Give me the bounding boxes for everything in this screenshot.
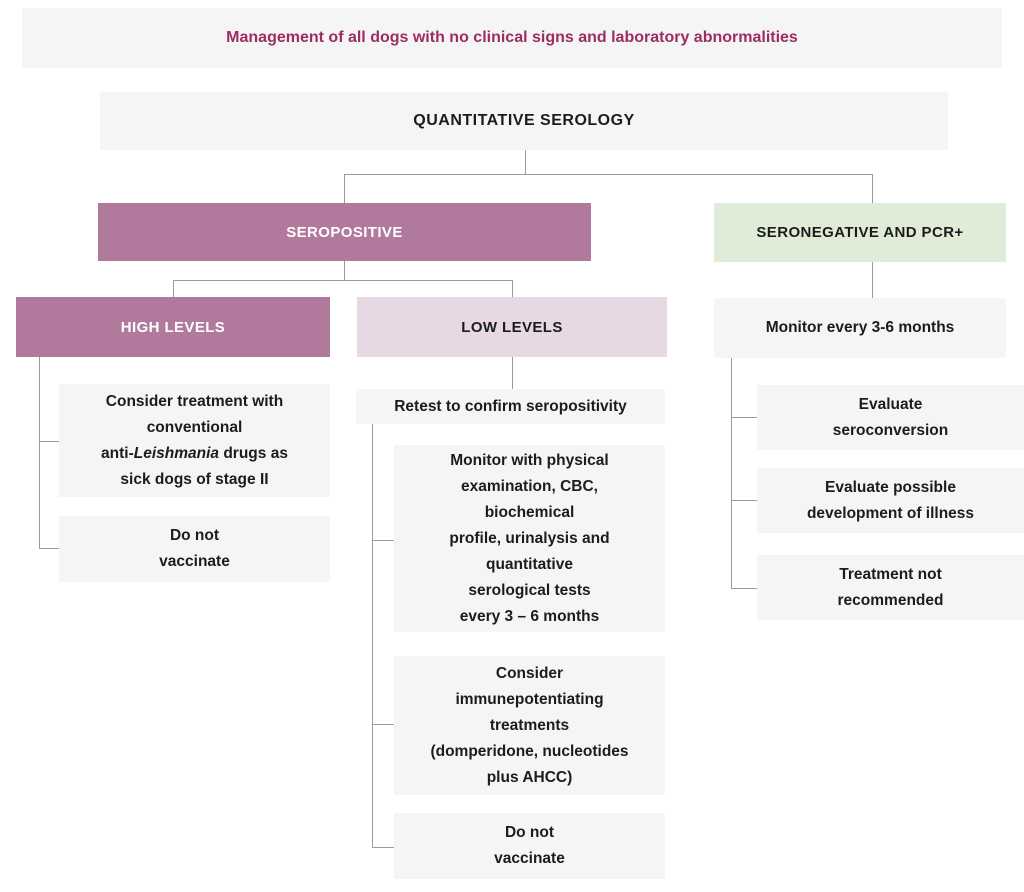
connector-line [344, 261, 345, 280]
leishmania-italic: Leishmania [133, 444, 220, 462]
connector-line [344, 174, 872, 175]
connector-line [372, 724, 394, 725]
connector-line [372, 424, 373, 848]
node-high-levels: HIGH LEVELS [16, 297, 330, 357]
node-seronegative-pcr: SERONEGATIVE AND PCR+ [714, 203, 1006, 262]
connector-line [512, 357, 513, 389]
node-quantitative-serology: QUANTITATIVE SEROLOGY [100, 92, 948, 150]
connector-line [173, 280, 174, 297]
connector-line [372, 540, 394, 541]
connector-line [39, 357, 40, 549]
connector-line [525, 150, 526, 174]
node-consider-treatment: Consider treatment with conventional ant… [59, 384, 330, 497]
connector-line [344, 174, 345, 203]
diagram-title: Management of all dogs with no clinical … [226, 29, 798, 46]
connector-line [39, 548, 59, 549]
node-evaluate-seroconversion: Evaluate seroconversion [757, 385, 1024, 450]
treatment-text-post: drugs as sick dogs of stage II [120, 444, 288, 488]
connector-line [731, 358, 732, 588]
connector-line [512, 280, 513, 297]
node-seropositive: SEROPOSITIVE [98, 203, 591, 261]
node-retest: Retest to confirm seropositivity [356, 389, 665, 424]
node-evaluate-illness: Evaluate possible development of illness [757, 468, 1024, 533]
node-monitor-physical: Monitor with physical examination, CBC, … [394, 445, 665, 632]
connector-line [731, 588, 757, 589]
treatment-text: Consider treatment with conventional ant… [101, 389, 288, 493]
node-low-levels: LOW LEVELS [357, 297, 667, 357]
connector-line [872, 262, 873, 298]
connector-line [731, 417, 757, 418]
treatment-text-pre: Consider treatment with conventional ant… [101, 392, 284, 462]
connector-line [372, 847, 394, 848]
node-do-not-vaccinate-low: Do not vaccinate [394, 813, 665, 879]
node-treatment-not-recommended: Treatment not recommended [757, 555, 1024, 620]
node-monitor-3-6-months: Monitor every 3-6 months [714, 298, 1006, 358]
connector-line [872, 174, 873, 203]
node-immunopotentiating: Consider immunepotentiating treatments (… [394, 656, 665, 795]
connector-line [731, 500, 757, 501]
connector-line [39, 441, 59, 442]
diagram-title-banner: Management of all dogs with no clinical … [22, 8, 1002, 68]
node-do-not-vaccinate-high: Do not vaccinate [59, 516, 330, 582]
connector-line [173, 280, 512, 281]
